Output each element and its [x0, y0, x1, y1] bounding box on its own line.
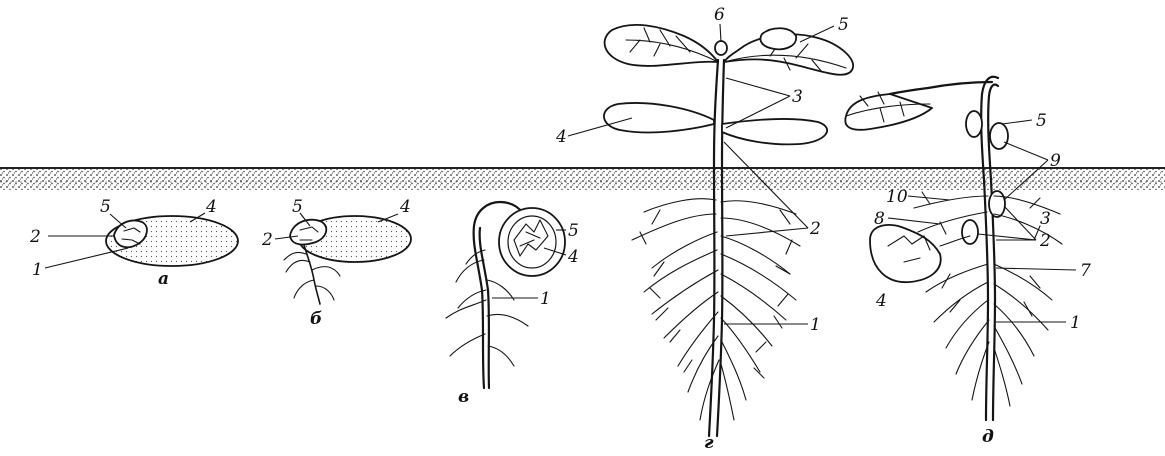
- label-d-1: 1: [1070, 313, 1081, 333]
- caption-stage-a: а: [158, 269, 169, 289]
- label-a-5: 5: [100, 197, 111, 217]
- label-b-4: 4: [399, 197, 411, 217]
- label-a-4: 4: [205, 197, 217, 217]
- label-d-2: 2: [1039, 231, 1051, 251]
- label-g-1: 1: [810, 315, 821, 335]
- label-d-5: 5: [1036, 111, 1047, 131]
- label-a-1: 1: [32, 260, 43, 280]
- label-v-5: 5: [568, 221, 579, 241]
- stage-b-seed: [284, 216, 411, 304]
- label-d-3: 3: [1040, 209, 1051, 229]
- caption-stage-v: в: [458, 387, 469, 407]
- caption-stage-b: б: [310, 309, 322, 329]
- caption-stage-g: г: [704, 433, 714, 453]
- label-d-7: 7: [1080, 261, 1091, 281]
- stage-d-seedling: [845, 77, 1062, 420]
- label-a-2: 2: [29, 227, 41, 247]
- caption-stage-d: д: [982, 427, 994, 447]
- label-g-6: 6: [714, 5, 725, 25]
- label-d-8: 8: [874, 209, 885, 229]
- label-g-4: 4: [555, 127, 567, 147]
- stage-captions: а б в г д: [158, 269, 994, 453]
- label-b-2: 2: [261, 230, 273, 250]
- label-g-5: 5: [838, 15, 849, 35]
- label-g-3: 3: [792, 87, 803, 107]
- label-g-2: 2: [809, 219, 821, 239]
- label-v-1: 1: [540, 289, 551, 309]
- label-d-10: 10: [886, 187, 908, 207]
- label-d-4: 4: [875, 291, 887, 311]
- label-v-4: 4: [567, 247, 579, 267]
- stage-a-seed: [106, 216, 238, 266]
- label-b-5: 5: [292, 197, 303, 217]
- label-d-9: 9: [1050, 151, 1061, 171]
